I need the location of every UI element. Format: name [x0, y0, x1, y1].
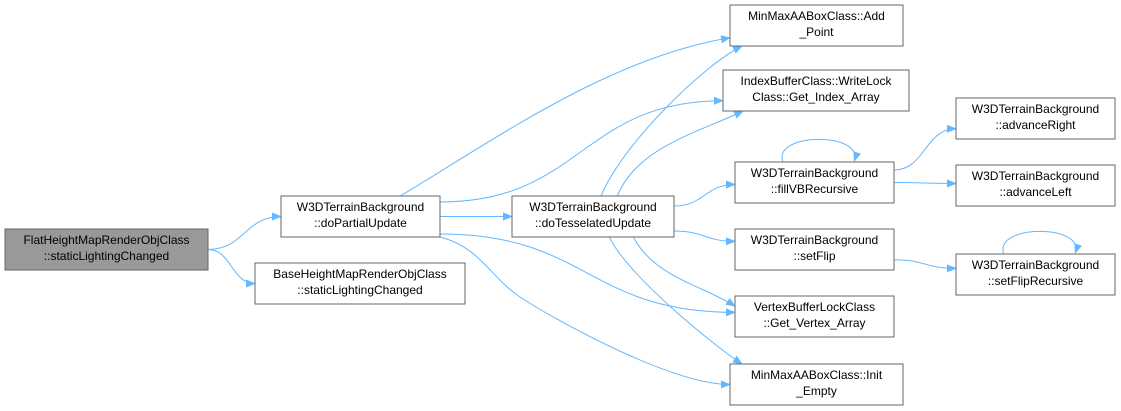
- edge-setFlip-to-setFlipRecursive: [893, 259, 957, 273]
- node-box: [280, 195, 441, 238]
- node-box: [729, 363, 904, 406]
- edge-fillVB-to-advanceRight: [893, 124, 957, 171]
- node-label-line: ::fillVBRecursive: [771, 182, 859, 196]
- edge-root-to-baseStatic: [207, 249, 256, 288]
- node-baseStatic[interactable]: BaseHeightMapRenderObjClass::staticLight…: [254, 262, 466, 305]
- node-doTesselated[interactable]: W3DTerrainBackground::doTesselatedUpdate: [511, 195, 675, 238]
- node-label-line: W3DTerrainBackground: [751, 233, 878, 247]
- node-box: [511, 195, 675, 238]
- node-label-line: ::doTesselatedUpdate: [535, 216, 651, 230]
- node-label-line: BaseHeightMapRenderObjClass: [273, 267, 446, 281]
- edge-root-to-doPartialUpdate: [207, 212, 282, 250]
- node-box: [734, 295, 895, 338]
- node-label-line: ::advanceLeft: [999, 185, 1072, 199]
- nodes: FlatHeightMapRenderObjClass::staticLight…: [4, 4, 1116, 406]
- edge-doTesselated-to-addPoint: [600, 45, 743, 197]
- node-setFlipRecursive[interactable]: W3DTerrainBackground::setFlipRecursive: [955, 253, 1116, 296]
- edges: [207, 35, 1082, 389]
- edge-doPartialUpdate-to-addPoint: [399, 35, 731, 197]
- node-label-line: ::setFlip: [793, 249, 835, 263]
- edge-doTesselated-to-vertexArray: [633, 236, 736, 307]
- node-box: [734, 228, 895, 271]
- node-label-line: W3DTerrainBackground: [972, 258, 1099, 272]
- node-label-line: W3DTerrainBackground: [297, 200, 424, 214]
- node-addPoint[interactable]: MinMaxAABoxClass::Add_Point: [729, 4, 904, 47]
- node-vertexArray[interactable]: VertexBufferLockClass::Get_Vertex_Array: [734, 295, 895, 338]
- node-box: [955, 253, 1116, 296]
- edge-setFlipRecursive-to-setFlipRecursive: [1002, 230, 1082, 255]
- node-box: [4, 228, 209, 271]
- node-setFlip[interactable]: W3DTerrainBackground::setFlip: [734, 228, 895, 271]
- node-label-line: W3DTerrainBackground: [972, 169, 1099, 183]
- node-doPartialUpdate[interactable]: W3DTerrainBackground::doPartialUpdate: [280, 195, 441, 238]
- edge-fillVB-to-fillVB: [781, 138, 861, 163]
- node-label-line: ::staticLightingChanged: [44, 249, 169, 263]
- node-label-line: _Point: [798, 25, 834, 39]
- edge-doTesselated-to-initEmpty: [608, 236, 743, 365]
- node-label-line: W3DTerrainBackground: [972, 102, 1099, 116]
- node-label-line: ::advanceRight: [995, 118, 1076, 132]
- edge-doTesselated-to-indexArray: [616, 110, 744, 197]
- node-advanceRight[interactable]: W3DTerrainBackground::advanceRight: [955, 97, 1116, 140]
- node-label-line: IndexBufferClass::WriteLock: [741, 74, 893, 88]
- node-label-line: ::staticLightingChanged: [297, 283, 422, 297]
- node-label-line: ::doPartialUpdate: [314, 216, 407, 230]
- node-label-line: W3DTerrainBackground: [529, 200, 656, 214]
- node-root[interactable]: FlatHeightMapRenderObjClass::staticLight…: [4, 228, 209, 271]
- node-initEmpty[interactable]: MinMaxAABoxClass::Init_Empty: [729, 363, 904, 406]
- node-box: [734, 161, 895, 204]
- node-label-line: W3DTerrainBackground: [751, 166, 878, 180]
- node-label-line: VertexBufferLockClass: [754, 300, 875, 314]
- node-box: [729, 4, 904, 47]
- node-advanceLeft[interactable]: W3DTerrainBackground::advanceLeft: [955, 164, 1116, 207]
- edge-doPartialUpdate-to-initEmpty: [439, 236, 731, 389]
- node-indexArray[interactable]: IndexBufferClass::WriteLockClass::Get_In…: [722, 69, 910, 112]
- node-label-line: _Empty: [795, 384, 837, 398]
- edge-doTesselated-to-fillVB: [673, 180, 736, 207]
- node-label-line: ::setFlipRecursive: [988, 274, 1084, 288]
- edge-doPartialUpdate-to-indexArray: [439, 96, 724, 203]
- edge-fillVB-to-advanceLeft: [893, 179, 957, 188]
- node-label-line: Class::Get_Index_Array: [752, 90, 879, 104]
- node-label-line: MinMaxAABoxClass::Add: [748, 9, 885, 23]
- node-box: [254, 262, 466, 305]
- node-box: [722, 69, 910, 112]
- node-box: [955, 97, 1116, 140]
- node-box: [955, 164, 1116, 207]
- node-fillVB[interactable]: W3DTerrainBackground::fillVBRecursive: [734, 161, 895, 204]
- edge-doPartialUpdate-to-vertexArray: [439, 233, 736, 317]
- node-label-line: MinMaxAABoxClass::Init: [751, 368, 883, 382]
- edge-doTesselated-to-setFlip: [673, 230, 736, 246]
- node-label-line: ::Get_Vertex_Array: [763, 316, 865, 330]
- node-label-line: FlatHeightMapRenderObjClass: [23, 233, 189, 247]
